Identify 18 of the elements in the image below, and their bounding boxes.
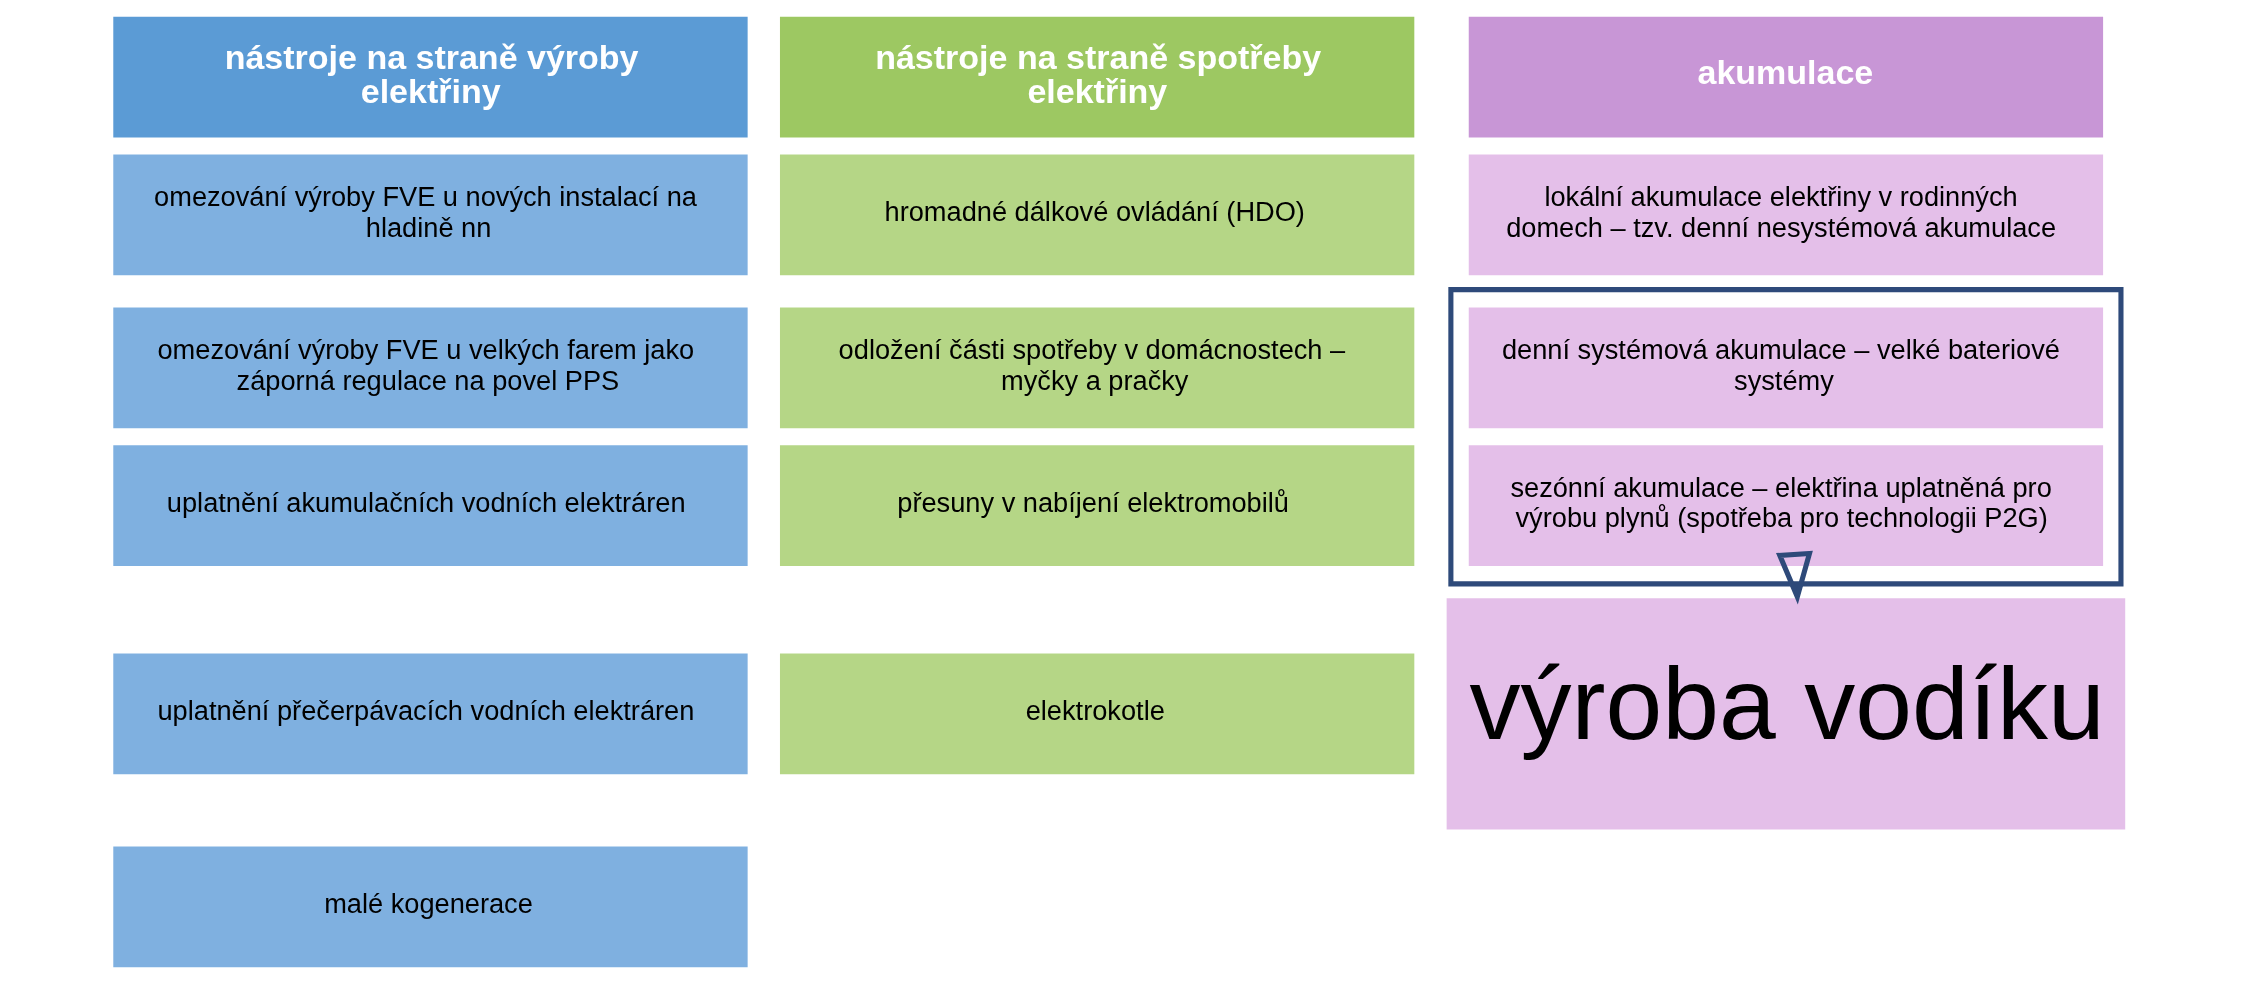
node-box: malé kogenerace	[111, 844, 749, 969]
node-box: omezování výroby FVE u nových instalací na hladině nn	[111, 152, 749, 277]
node-box: uplatnění přečerpávacích vodních elektráren	[111, 651, 749, 776]
node-box: hromadné dálkové ovládání (HDO)	[777, 152, 1416, 277]
node-box: lokální akumulace elektřiny v rodinných domech – tzv. denní nesystémová akumulace	[1466, 152, 2105, 277]
node-box: nástroje na straně výroby elektřiny	[111, 14, 749, 139]
cluster	[1447, 286, 2123, 586]
arrow	[1775, 550, 1813, 605]
node-box: sezónní akumulace – elektřina uplatněná pro výrobu plynů (spotřeba pro technologii P2G)	[1466, 443, 2105, 568]
node-box: elektrokotle	[777, 651, 1416, 776]
node-box: omezování výroby FVE u velkých farem jako záporná regulace na povel PPS	[111, 305, 749, 430]
node-box: přesuny v nabíjení elektromobilů	[777, 443, 1416, 568]
node-box: akumulace	[1466, 14, 2105, 139]
node-box: nástroje na straně spotřeby elektřiny	[777, 14, 1416, 139]
node-box: denní systémová akumulace – velké bateriové systémy	[1466, 305, 2105, 430]
node-box: výroba vodíku	[1444, 596, 2127, 831]
node-box: odložení části spotřeby v domácnostech – myčky a pračky	[777, 305, 1416, 430]
node-box: uplatnění akumulačních vodních elektráren	[111, 443, 749, 568]
